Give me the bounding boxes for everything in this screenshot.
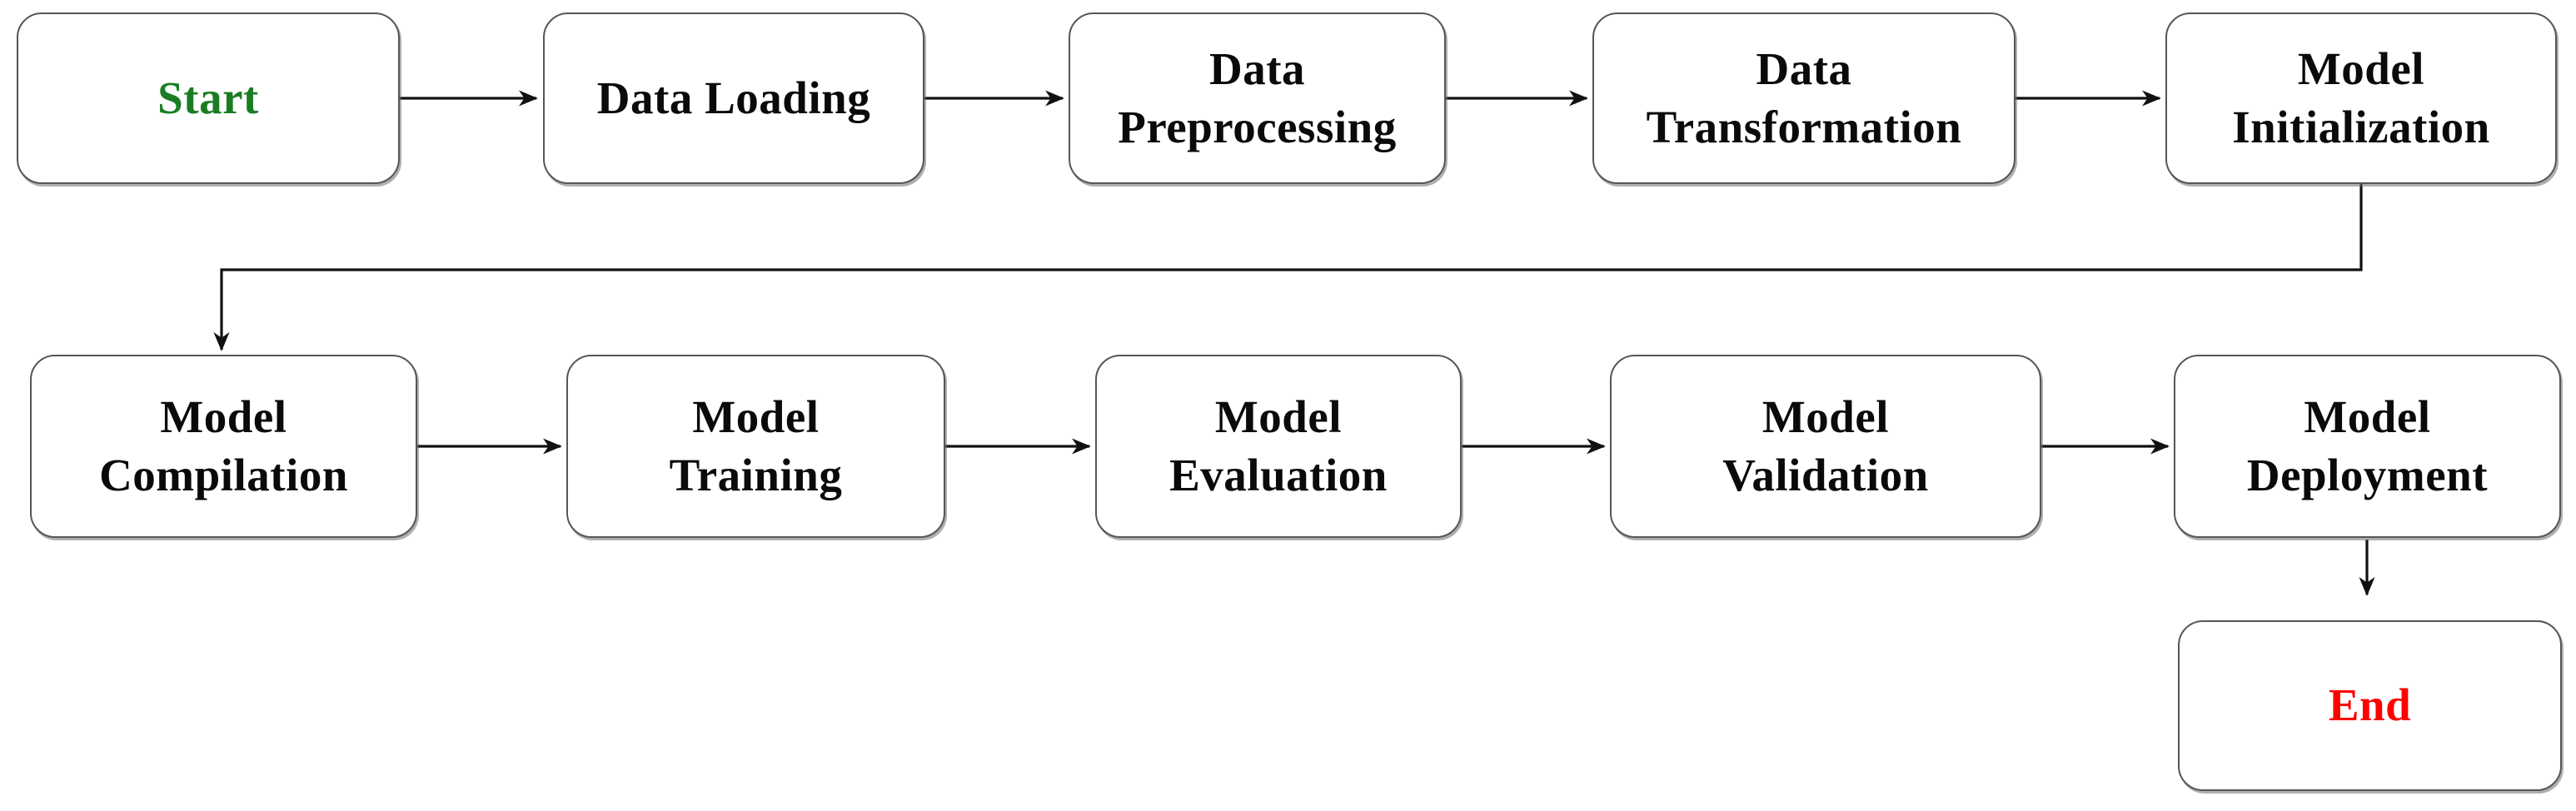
node-model-deployment: Model Deployment: [2174, 355, 2561, 538]
node-data-preprocessing: Data Preprocessing: [1069, 12, 1446, 184]
node-data-loading: Data Loading: [543, 12, 924, 184]
node-model-compilation: Model Compilation: [30, 355, 417, 538]
edge-model-initialization-to-model-compilation: [213, 184, 2363, 351]
node-model-validation-label: Model Validation: [1722, 391, 1929, 500]
node-data-transformation-label: Data Transformation: [1646, 42, 1962, 152]
node-model-evaluation: Model Evaluation: [1095, 355, 1462, 538]
node-data-loading-label: Data Loading: [596, 72, 871, 123]
node-start: Start: [17, 12, 400, 184]
node-end-label: End: [2328, 679, 2412, 731]
node-model-validation: Model Validation: [1610, 355, 2041, 538]
node-start-label: Start: [157, 72, 259, 123]
node-model-training-label: Model Training: [669, 391, 843, 500]
node-model-training: Model Training: [566, 355, 945, 538]
node-model-evaluation-label: Model Evaluation: [1169, 391, 1388, 500]
node-model-compilation-label: Model Compilation: [99, 391, 348, 500]
node-end: End: [2178, 620, 2562, 791]
node-data-transformation: Data Transformation: [1592, 12, 2015, 184]
node-data-preprocessing-label: Data Preprocessing: [1118, 42, 1397, 152]
node-model-initialization: Model Initialization: [2165, 12, 2557, 184]
node-model-deployment-label: Model Deployment: [2246, 391, 2489, 500]
node-model-initialization-label: Model Initialization: [2232, 42, 2490, 152]
